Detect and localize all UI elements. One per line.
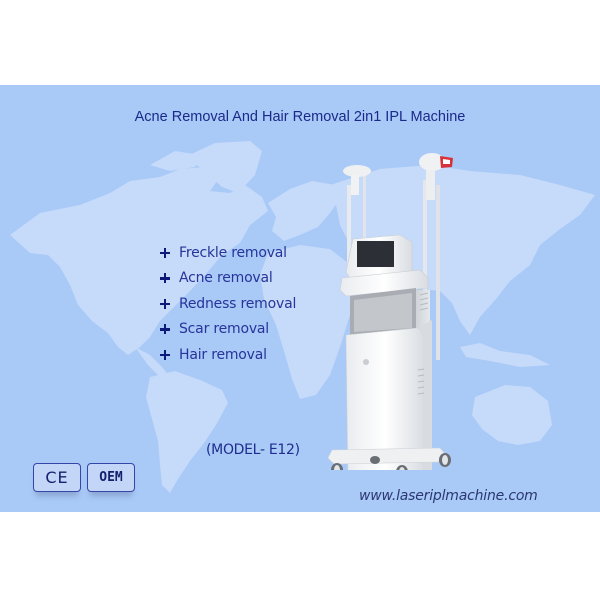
- plus-icon: [160, 273, 170, 284]
- plus-icon: [160, 324, 170, 335]
- feature-label: Hair removal: [179, 346, 267, 363]
- product-banner: Acne Removal And Hair Removal 2in1 IPL M…: [0, 85, 600, 512]
- feature-label: Redness removal: [179, 295, 297, 312]
- feature-label: Acne removal: [179, 270, 273, 287]
- feature-label: Scar removal: [179, 321, 269, 338]
- feature-item: Scar removal: [160, 317, 296, 343]
- feature-item: Redness removal: [160, 291, 296, 317]
- feature-list: Freckle removal Acne removal Redness rem…: [160, 240, 296, 368]
- plus-icon: [160, 247, 170, 258]
- banner-title: Acne Removal And Hair Removal 2in1 IPL M…: [134, 109, 466, 125]
- feature-item: Hair removal: [160, 342, 296, 368]
- ipl-machine-image: [327, 153, 453, 470]
- ce-badge: CE: [33, 463, 81, 492]
- oem-badge: OEM: [87, 463, 135, 492]
- plus-icon: [160, 349, 170, 360]
- feature-label: Freckle removal: [179, 244, 287, 261]
- world-map-background: [10, 141, 595, 493]
- feature-item: Freckle removal: [160, 240, 296, 266]
- feature-item: Acne removal: [160, 266, 296, 292]
- model-label: (MODEL- E12): [206, 442, 300, 458]
- website-link[interactable]: www.laseriplmachine.com: [359, 488, 538, 504]
- plus-icon: [160, 298, 170, 309]
- certification-badges: CE OEM: [33, 463, 135, 492]
